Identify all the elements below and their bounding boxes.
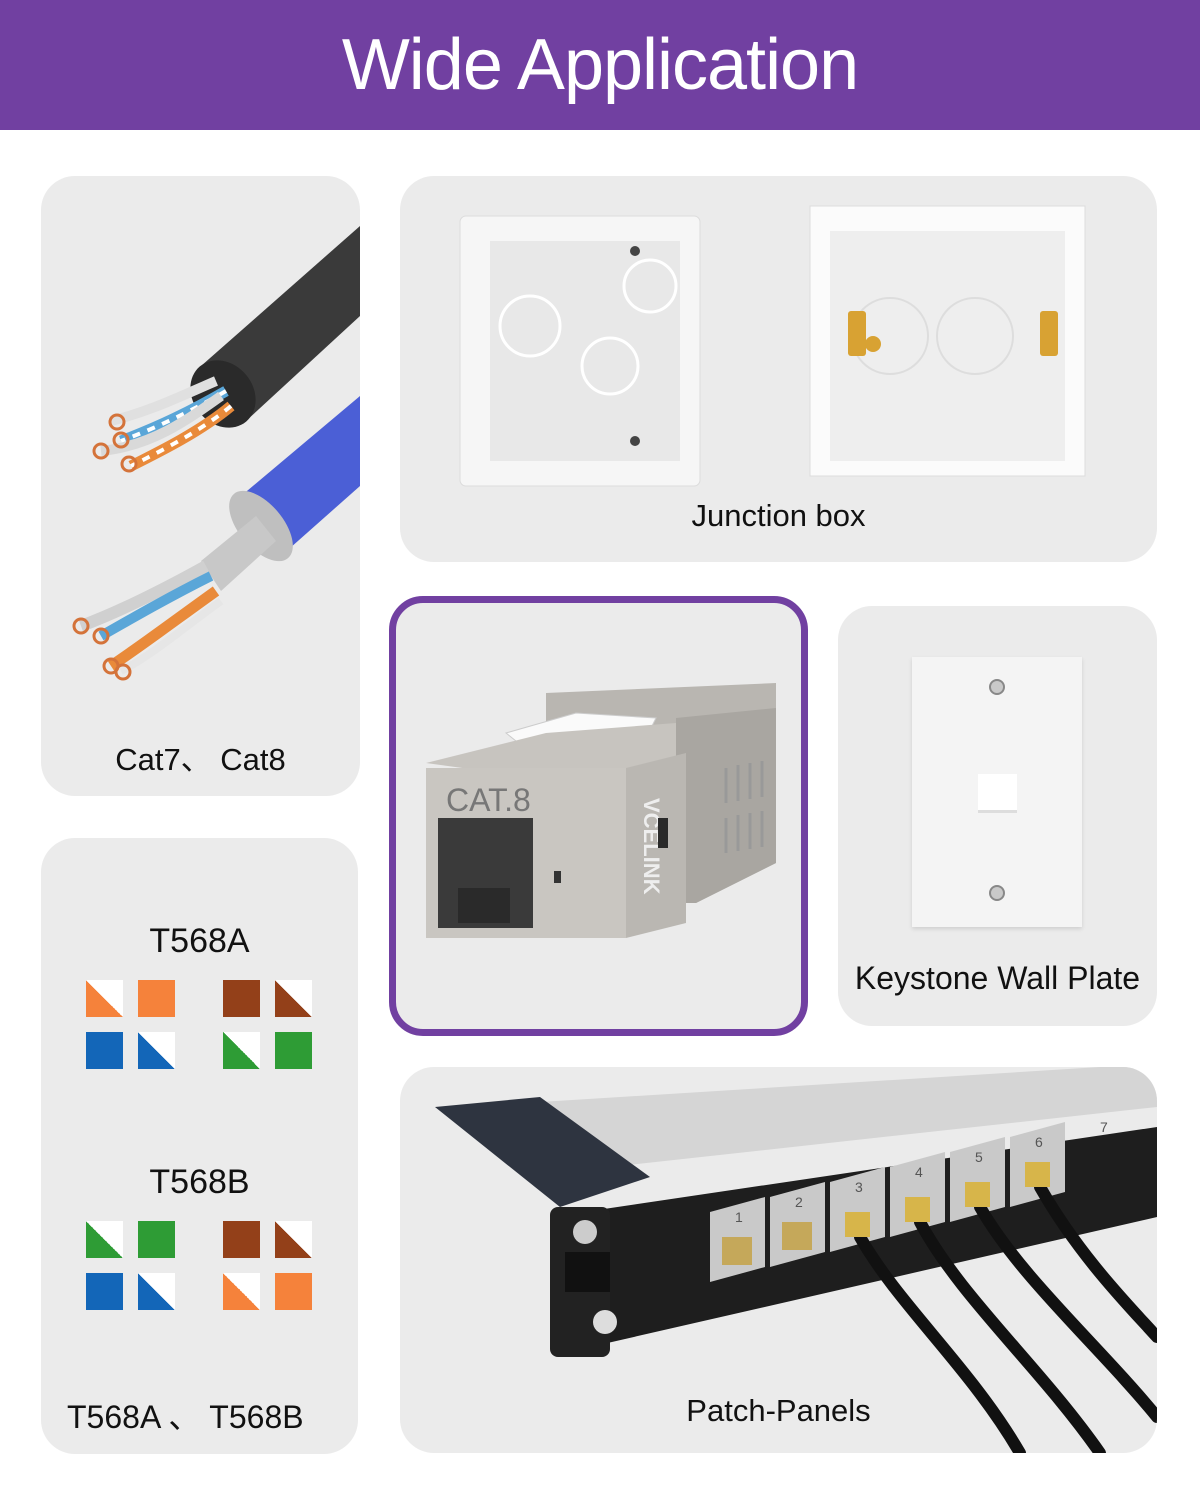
svg-text:6: 6 [1035,1134,1043,1150]
svg-text:7: 7 [1100,1119,1108,1135]
card-junction-box: Junction box [400,176,1157,562]
standard-label-t568b: T568B [149,1163,250,1201]
cat8-marking: CAT.8 [446,782,531,818]
solid-wire-swatch [275,1273,312,1310]
striped-wire-swatch [138,1032,175,1069]
card-keystone-jack: CAT.8 VCELINK [389,596,808,1036]
card-caption: Cat7、 Cat8 [115,742,286,777]
patch-panel-icon: 1 2 3 4 5 6 7 [435,1067,1157,1453]
striped-wire-swatch [275,1221,312,1258]
screw-icon [989,885,1005,901]
screw-icon [989,679,1005,695]
striped-wire-swatch [86,980,123,1017]
striped-wire-swatch [138,1273,175,1310]
solid-wire-swatch [275,1032,312,1069]
striped-wire-swatch [223,1032,260,1069]
wiring-diagram-icon [41,838,358,1454]
svg-text:4: 4 [915,1164,923,1180]
svg-text:5: 5 [975,1149,983,1165]
solid-wire-swatch [86,1032,123,1069]
card-wall-plate: Keystone Wall Plate [838,606,1157,1026]
card-caption: Keystone Wall Plate [854,960,1141,996]
keystone-jack-icon: CAT.8 VCELINK [426,683,776,938]
striped-wire-swatch [223,1273,260,1310]
junction-box-icon [459,205,1086,487]
card-caption: Patch-Panels [686,1393,871,1428]
svg-text:3: 3 [855,1179,863,1195]
ethernet-cable-icon [72,226,360,681]
header-banner: Wide Application [0,0,1200,130]
svg-text:2: 2 [795,1194,803,1210]
solid-wire-swatch [223,1221,260,1258]
page-title: Wide Application [341,25,859,105]
striped-wire-swatch [86,1221,123,1258]
card-patch-panel: 1 2 3 4 5 6 7 Patch-Panels [400,1067,1157,1453]
standard-label-t568a: T568A [149,922,250,960]
svg-text:1: 1 [735,1209,743,1225]
card-wiring: T568A T568B T568A 、 T568B [41,838,358,1454]
solid-wire-swatch [138,1221,175,1258]
keystone-opening [978,774,1017,813]
solid-wire-swatch [138,980,175,1017]
card-caption: T568A 、 T568B [67,1399,304,1435]
card-cables: Cat7、 Cat8 [41,176,360,796]
solid-wire-swatch [86,1273,123,1310]
solid-wire-swatch [223,980,260,1017]
striped-wire-swatch [275,980,312,1017]
wiring-diagram-icon [41,838,358,1138]
card-caption: Junction box [691,498,866,533]
wall-plate-icon [912,657,1082,927]
